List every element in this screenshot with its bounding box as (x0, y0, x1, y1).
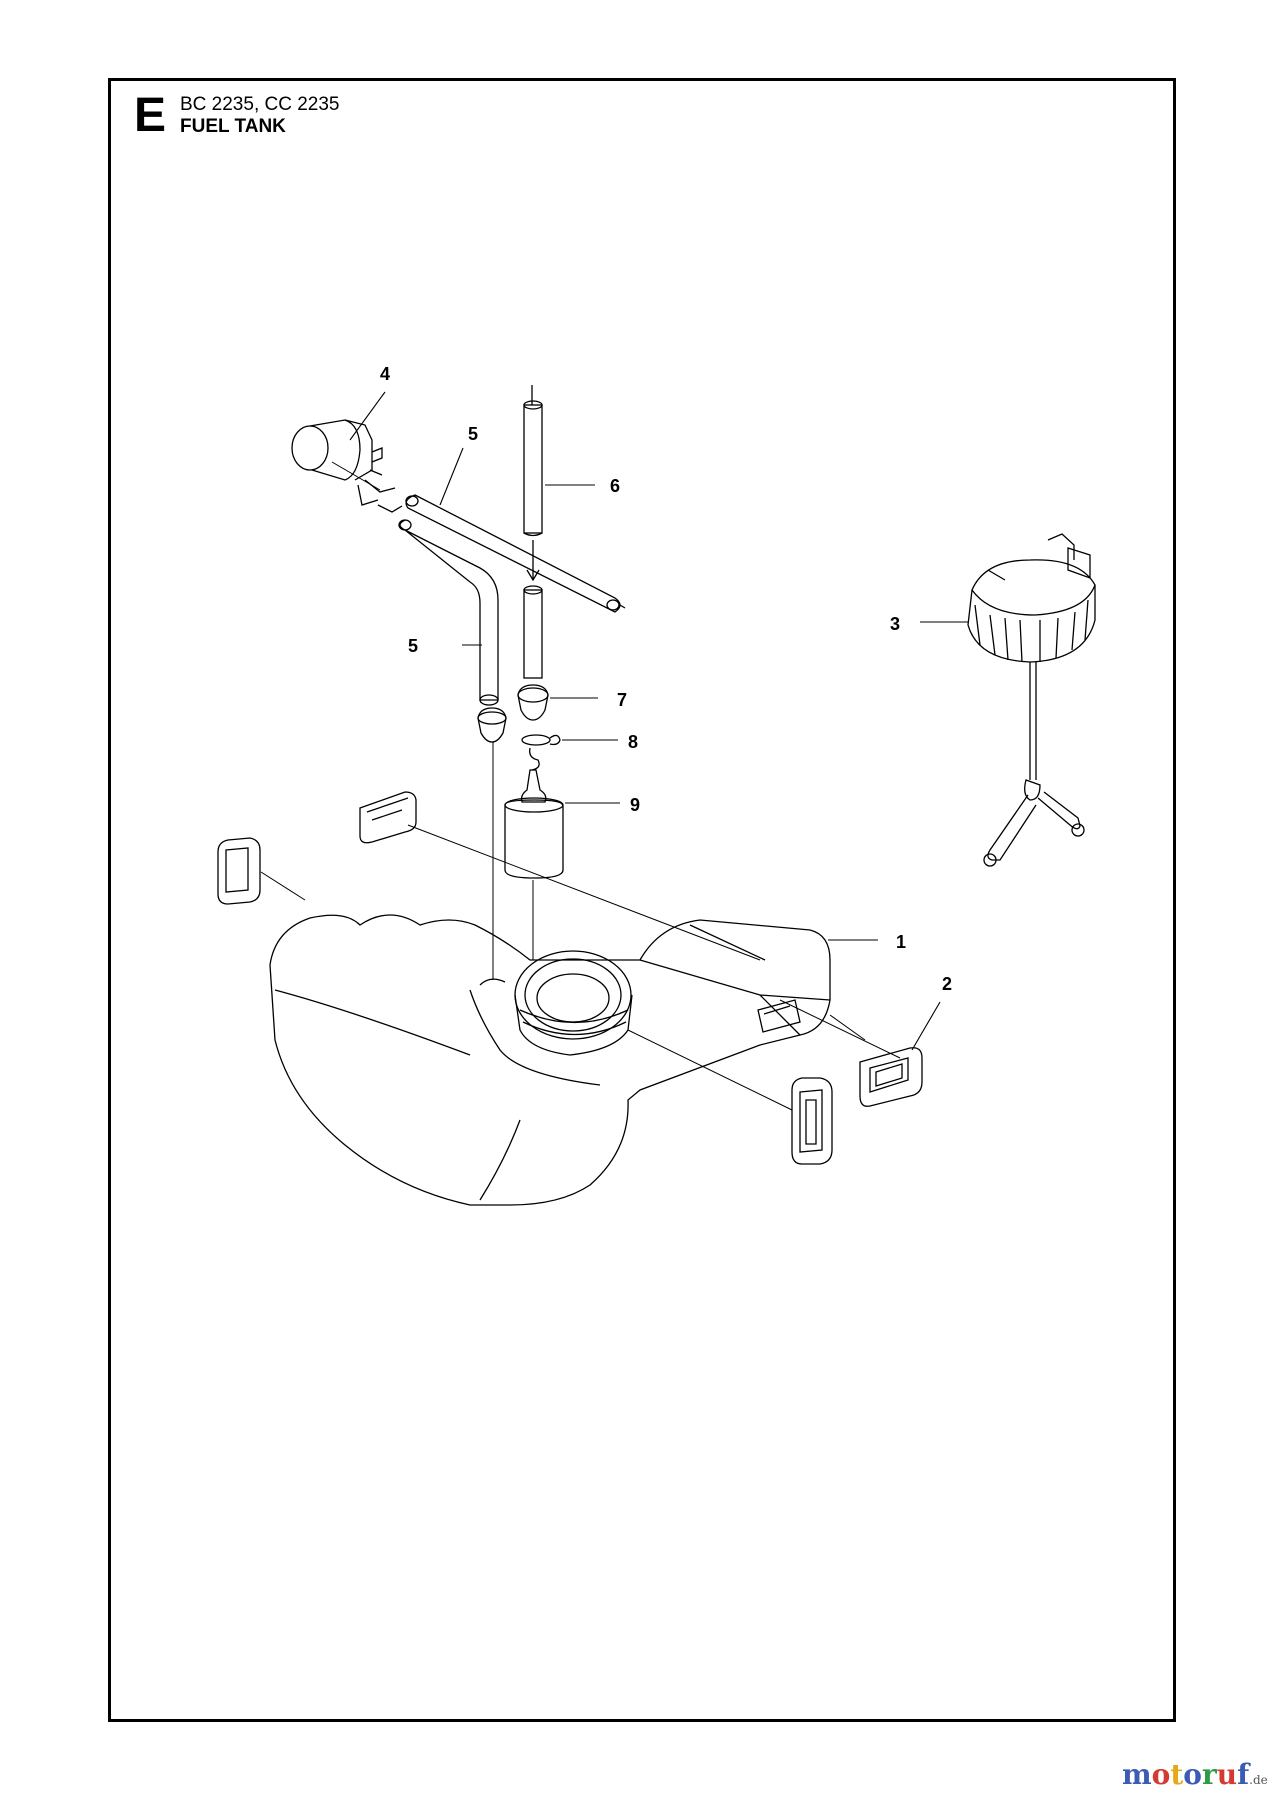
callout-5-lower: 5 (408, 636, 418, 656)
wm-char-3: t (1170, 1758, 1184, 1791)
wm-char-1: m (1122, 1758, 1152, 1791)
wm-suffix: .de (1249, 1773, 1268, 1787)
part-3-tank-cap (967, 533, 1096, 867)
wm-char-6: u (1216, 1758, 1238, 1791)
part-9-fuel-filter (504, 769, 564, 879)
page-title: FUEL TANK (180, 116, 286, 137)
leader-lines (349, 391, 968, 1051)
wm-char-4: o (1183, 1758, 1202, 1791)
model-numbers: BC 2235, CC 2235 (180, 94, 340, 115)
callout-3: 3 (890, 614, 900, 634)
part-2-grommets (217, 791, 923, 1165)
callout-4: 4 (380, 364, 390, 384)
callout-9: 9 (630, 795, 640, 815)
part-7-hose-grommets (477, 684, 549, 743)
part-5-fuel-hoses (364, 479, 626, 706)
wm-char-7: f (1237, 1758, 1250, 1791)
watermark-logo: motoruf.de (1122, 1758, 1268, 1791)
assembly-lines (260, 461, 901, 1111)
section-letter: E (134, 89, 167, 142)
callout-7: 7 (617, 690, 627, 710)
drawing-frame (108, 78, 1176, 1722)
part-1-fuel-tank (269, 914, 831, 1206)
part-6-suction-hose (523, 385, 543, 679)
callout-1: 1 (896, 932, 906, 952)
callout-6: 6 (610, 476, 620, 496)
part-4-tank-valve (291, 419, 383, 506)
part-8-hose-clip (521, 734, 561, 771)
wm-char-5: r (1201, 1758, 1217, 1791)
callout-2: 2 (942, 974, 952, 994)
wm-char-2: o (1151, 1758, 1171, 1791)
callout-5-upper: 5 (468, 424, 478, 444)
callout-8: 8 (628, 732, 638, 752)
